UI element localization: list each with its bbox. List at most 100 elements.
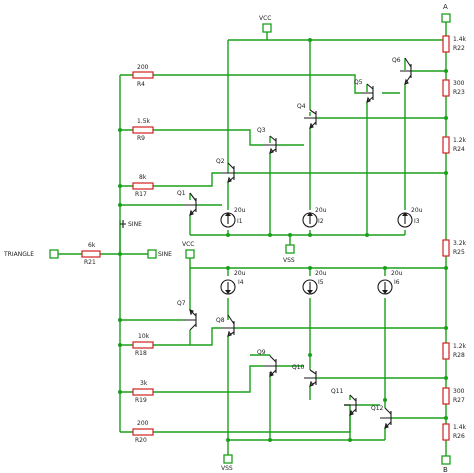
terminal-vcc-top-label: VCC: [259, 15, 271, 22]
svg-text:20u: 20u: [315, 270, 327, 277]
svg-text:20u: 20u: [234, 207, 246, 214]
svg-text:Q12: Q12: [371, 405, 384, 412]
terminal-vcc-mid: [185, 249, 195, 259]
terminal-vss-bottom-label: VSS: [221, 465, 233, 472]
svg-text:20u: 20u: [234, 270, 246, 277]
svg-text:20u: 20u: [411, 207, 423, 214]
resistor-r26: 1.4k R26: [442, 423, 467, 441]
current-source-i6: 20u I6: [377, 270, 403, 295]
terminal-a: [441, 13, 451, 23]
svg-text:200: 200: [137, 64, 149, 71]
terminal-triangle-label: TRIANGLE: [3, 251, 34, 258]
svg-text:R20: R20: [135, 437, 147, 444]
svg-text:R27: R27: [453, 397, 465, 404]
svg-text:I5: I5: [318, 279, 324, 286]
svg-text:Q11: Q11: [331, 388, 344, 395]
svg-text:I1: I1: [237, 218, 243, 225]
svg-text:R9: R9: [137, 135, 145, 142]
resistors: 200 R4 1.5k R9 8k R17 6k R21 10k R18 3k …: [81, 35, 467, 444]
transistor-q1: Q1: [177, 190, 197, 216]
svg-text:Q3: Q3: [257, 127, 266, 134]
svg-text:6k: 6k: [88, 242, 96, 249]
svg-text:I6: I6: [394, 279, 400, 286]
svg-text:1.4k: 1.4k: [453, 36, 467, 43]
svg-text:I2: I2: [318, 218, 324, 225]
current-source-i2: 20u I2: [302, 207, 327, 228]
svg-text:3k: 3k: [140, 380, 148, 387]
resistor-r20: 200 R20: [132, 420, 154, 444]
svg-text:Q10: Q10: [292, 364, 305, 371]
terminals: A B VCC VCC VSS VSS TRIANGLE SINE SINE: [3, 3, 451, 473]
transistor-q9: Q9: [257, 349, 277, 377]
wires: [58, 18, 447, 458]
resistor-r24: 1.2k R24: [442, 136, 467, 154]
current-sources: 20u I1 20u I2 20u I3 20u I4 20u I5: [220, 207, 423, 295]
svg-text:R22: R22: [453, 45, 465, 52]
transistor-q2: Q2: [216, 158, 235, 183]
transistor-q4: Q4: [297, 103, 317, 129]
svg-text:R25: R25: [453, 249, 465, 256]
svg-text:R4: R4: [137, 81, 145, 88]
svg-text:Q2: Q2: [216, 158, 225, 165]
resistor-r23: 300 R23: [442, 79, 465, 97]
terminal-vss-mid: [285, 244, 295, 254]
resistor-r18: 10k R18: [132, 333, 154, 357]
svg-text:300: 300: [453, 80, 465, 87]
svg-text:200: 200: [137, 420, 149, 427]
resistor-r22: 1.4k R22: [442, 35, 467, 53]
resistor-r25: 3.2k R25: [442, 239, 467, 257]
current-source-i5: 20u I5: [302, 270, 327, 295]
resistor-r17: 8k R17: [132, 174, 154, 198]
terminal-triangle: [49, 249, 59, 259]
terminal-vss-mid-label: VSS: [283, 257, 295, 264]
svg-text:R21: R21: [84, 259, 96, 266]
svg-text:I3: I3: [414, 218, 420, 225]
resistor-r9: 1.5k R9: [132, 118, 154, 142]
svg-text:R17: R17: [135, 191, 147, 198]
svg-text:1.2k: 1.2k: [453, 137, 467, 144]
svg-text:1.2k: 1.2k: [453, 343, 467, 350]
transistor-q8: Q8: [216, 314, 235, 337]
transistor-q5: Q5: [354, 79, 374, 103]
svg-text:R26: R26: [453, 433, 465, 440]
svg-text:20u: 20u: [315, 207, 327, 214]
svg-text:Q4: Q4: [297, 103, 306, 110]
resistor-r28: 1.2k R28: [442, 342, 467, 360]
svg-text:1.4k: 1.4k: [453, 424, 467, 431]
resistor-r4: 200 R4: [132, 64, 154, 88]
transistor-q12: Q12: [371, 405, 392, 429]
svg-text:Q9: Q9: [257, 349, 266, 356]
resistor-r21: 6k R21: [81, 242, 101, 266]
svg-text:8k: 8k: [139, 174, 147, 181]
resistor-r19: 3k R19: [132, 380, 154, 404]
transistor-q10: Q10: [292, 364, 317, 387]
current-source-i4: 20u I4: [220, 270, 246, 295]
current-source-i1: 20u I1: [220, 207, 246, 228]
svg-text:Q7: Q7: [177, 300, 186, 307]
svg-text:R28: R28: [453, 352, 465, 359]
terminal-sine-label: SINE: [158, 251, 172, 258]
svg-text:Q8: Q8: [216, 317, 225, 324]
terminal-vcc-top: [262, 23, 272, 33]
transistors: Q1 Q2 Q3 Q4 Q5 Q6 Q7: [177, 57, 412, 429]
transistor-q3: Q3: [257, 127, 277, 154]
current-source-i3: 20u I3: [397, 207, 423, 228]
sine-tap-label: SINE: [128, 221, 142, 228]
svg-text:10k: 10k: [138, 333, 150, 340]
svg-text:I4: I4: [238, 279, 244, 286]
svg-text:1.5k: 1.5k: [137, 118, 151, 125]
terminal-sine: [147, 249, 157, 259]
transistor-q7: Q7: [177, 300, 197, 331]
transistor-q6: Q6: [392, 57, 412, 85]
svg-text:3.2k: 3.2k: [453, 240, 467, 247]
svg-text:R19: R19: [135, 397, 147, 404]
svg-text:Q1: Q1: [177, 190, 186, 197]
svg-text:300: 300: [453, 388, 465, 395]
junctions: [118, 38, 448, 442]
terminal-vcc-mid-label: VCC: [182, 241, 194, 248]
terminal-b: [441, 455, 451, 465]
transistor-q11: Q11: [331, 388, 357, 416]
svg-text:R24: R24: [453, 146, 465, 153]
svg-text:20u: 20u: [391, 270, 403, 277]
svg-text:Q5: Q5: [354, 79, 363, 86]
